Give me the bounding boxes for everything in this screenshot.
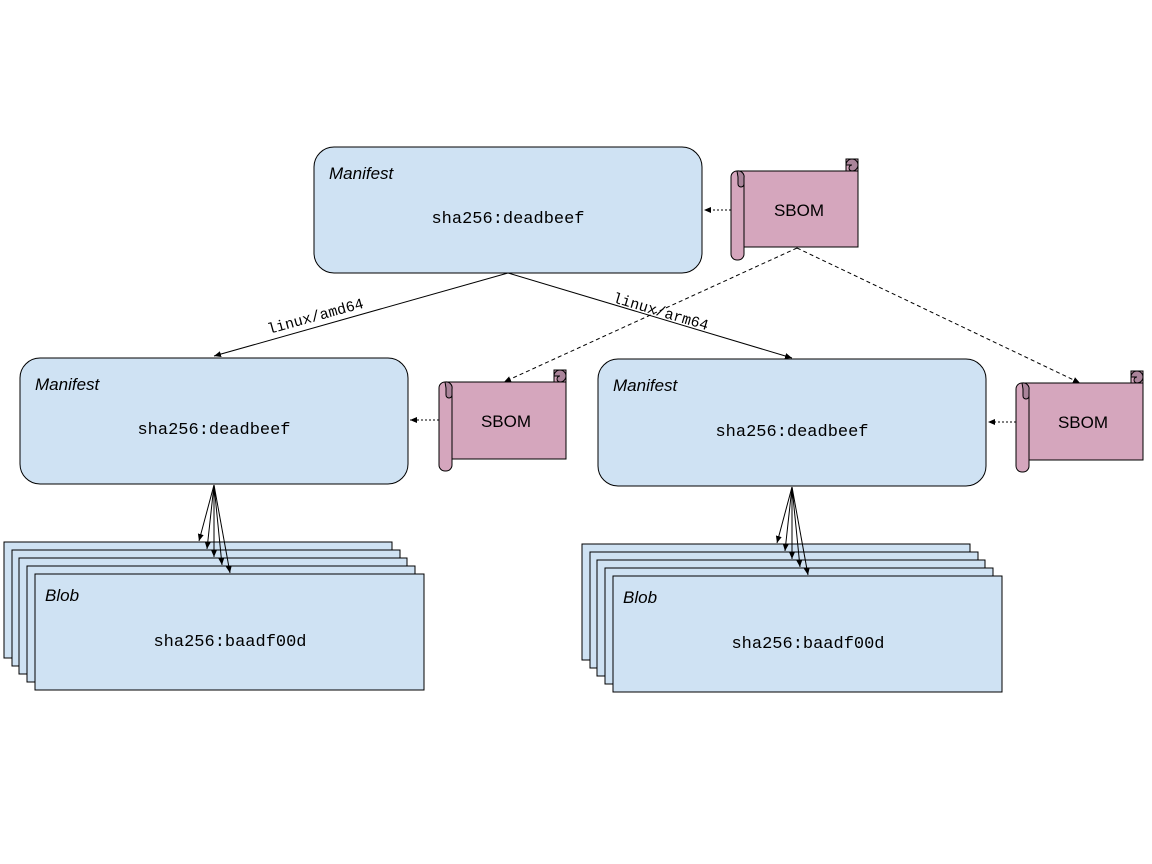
right-manifest-title: Manifest <box>613 376 679 395</box>
top-sbom: SBOM <box>730 158 859 261</box>
left-manifest: Manifest sha256:deadbeef <box>19 357 409 485</box>
top-manifest: Manifest sha256:deadbeef <box>313 146 703 274</box>
right-sbom-label: SBOM <box>1058 413 1108 432</box>
right-manifest-digest: sha256:deadbeef <box>715 423 868 442</box>
left-blob-stack: Blob sha256:baadf00d <box>3 541 425 691</box>
top-manifest-title: Manifest <box>329 164 395 183</box>
right-blob-digest: sha256:baadf00d <box>731 635 884 654</box>
right-blob-arrows <box>775 486 810 576</box>
right-manifest: Manifest sha256:deadbeef <box>597 358 987 487</box>
left-blob-arrows <box>197 484 232 574</box>
edge-arm64-label: linux/arm64 <box>611 290 711 334</box>
left-blob-digest: sha256:baadf00d <box>153 633 306 652</box>
left-manifest-title: Manifest <box>35 375 101 394</box>
top-sbom-label: SBOM <box>774 201 824 220</box>
left-manifest-digest: sha256:deadbeef <box>137 421 290 440</box>
right-blob-stack: Blob sha256:baadf00d <box>581 543 1003 693</box>
right-sbom: SBOM <box>1015 370 1144 473</box>
sbom-to-right-sbom-arrow <box>796 247 1081 384</box>
right-blob-title: Blob <box>623 588 657 607</box>
sbom-to-left-sbom-arrow <box>503 247 798 383</box>
left-sbom: SBOM <box>438 369 567 472</box>
left-sbom-label: SBOM <box>481 412 531 431</box>
top-manifest-digest: sha256:deadbeef <box>431 210 584 229</box>
edge-amd64 <box>213 272 509 357</box>
left-blob-title: Blob <box>45 586 79 605</box>
